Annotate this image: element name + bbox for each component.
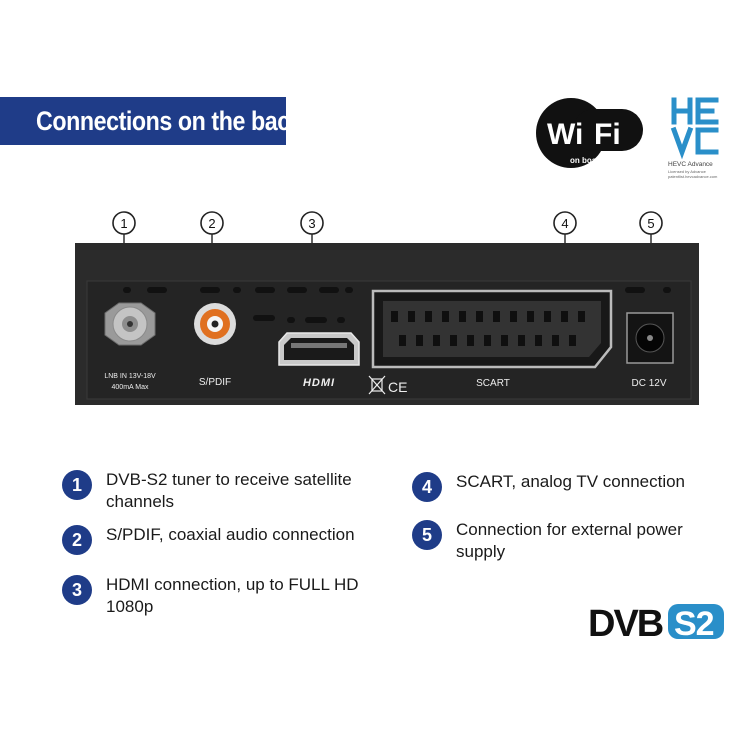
hevc-line1: Licensed by Advance bbox=[668, 169, 707, 174]
ce-mark: CE bbox=[388, 379, 407, 395]
legend-item-2: 2 S/PDIF, coaxial audio connection bbox=[62, 525, 407, 555]
wifi-logo: Wi Fi on board bbox=[536, 98, 643, 168]
scart-connector bbox=[371, 289, 613, 369]
banner-title: Connections on the back bbox=[36, 105, 303, 136]
receiver-back-panel: LNB IN 13V-18V 400mA Max S/PDIF HDMI SCA… bbox=[75, 211, 699, 405]
hdmi-port bbox=[278, 332, 360, 366]
callout-2-label: 2 bbox=[208, 216, 215, 231]
title-banner: Connections on the back bbox=[0, 97, 303, 145]
callout-4: 4 bbox=[553, 211, 577, 235]
vent-slots bbox=[123, 287, 671, 323]
legend-number-4: 4 bbox=[412, 472, 442, 502]
scart-label: SCART bbox=[476, 378, 510, 389]
callout-4-label: 4 bbox=[561, 216, 568, 231]
spdif-label: S/PDIF bbox=[199, 377, 231, 388]
legend-text-5: Connection for external power supply bbox=[456, 520, 683, 561]
callout-5: 5 bbox=[639, 211, 663, 235]
dvb-logo-right: S2 bbox=[674, 605, 714, 641]
dvb-s2-logo: DVB S2 bbox=[588, 603, 724, 641]
hevc-line2: patentlist.hevcadvance.com bbox=[668, 174, 718, 179]
legend-text-4: SCART, analog TV connection bbox=[456, 472, 686, 491]
wifi-logo-sub: on board bbox=[570, 156, 604, 165]
weee-bin-icon bbox=[368, 375, 386, 395]
spdif-rca-jack bbox=[194, 303, 236, 345]
legend-text-2: S/PDIF, coaxial audio connection bbox=[106, 525, 355, 544]
dc-power-jack bbox=[626, 312, 674, 364]
wifi-logo-fi: Fi bbox=[594, 118, 621, 151]
hevc-brand: HEVC Advance bbox=[668, 161, 713, 168]
legend-item-5: 5 Connection for external power supply bbox=[412, 520, 712, 563]
legend-item-4: 4 SCART, analog TV connection bbox=[412, 472, 722, 502]
legend-item-3: 3 HDMI connection, up to FULL HD 1080p bbox=[62, 575, 402, 618]
callout-2: 2 bbox=[200, 211, 224, 235]
callout-1: 1 bbox=[112, 211, 136, 235]
legend-text-1: DVB-S2 tuner to receive satellite channe… bbox=[106, 470, 352, 511]
callout-3-label: 3 bbox=[308, 216, 315, 231]
dvb-logo-left: DVB bbox=[588, 603, 663, 641]
callout-5-label: 5 bbox=[647, 216, 654, 231]
legend-number-5: 5 bbox=[412, 520, 442, 550]
legend-number-2: 2 bbox=[62, 525, 92, 555]
lnb-f-connector bbox=[104, 302, 156, 346]
dc-label: DC 12V bbox=[631, 378, 666, 389]
wifi-logo-wi: Wi bbox=[547, 118, 583, 151]
hevc-logo: HEVC Advance Licensed by Advance patentl… bbox=[668, 97, 719, 179]
lnb-label-line1: LNB IN 13V-18V bbox=[104, 373, 156, 380]
legend-item-1: 1 DVB-S2 tuner to receive satellite chan… bbox=[62, 470, 362, 513]
lnb-label-line2: 400mA Max bbox=[112, 384, 149, 391]
legend-number-3: 3 bbox=[62, 575, 92, 605]
callout-3: 3 bbox=[300, 211, 324, 235]
legend-text-3: HDMI connection, up to FULL HD 1080p bbox=[106, 575, 359, 616]
legend-number-1: 1 bbox=[62, 470, 92, 500]
hdmi-label: HDMI bbox=[303, 377, 335, 389]
callout-1-label: 1 bbox=[120, 216, 127, 231]
